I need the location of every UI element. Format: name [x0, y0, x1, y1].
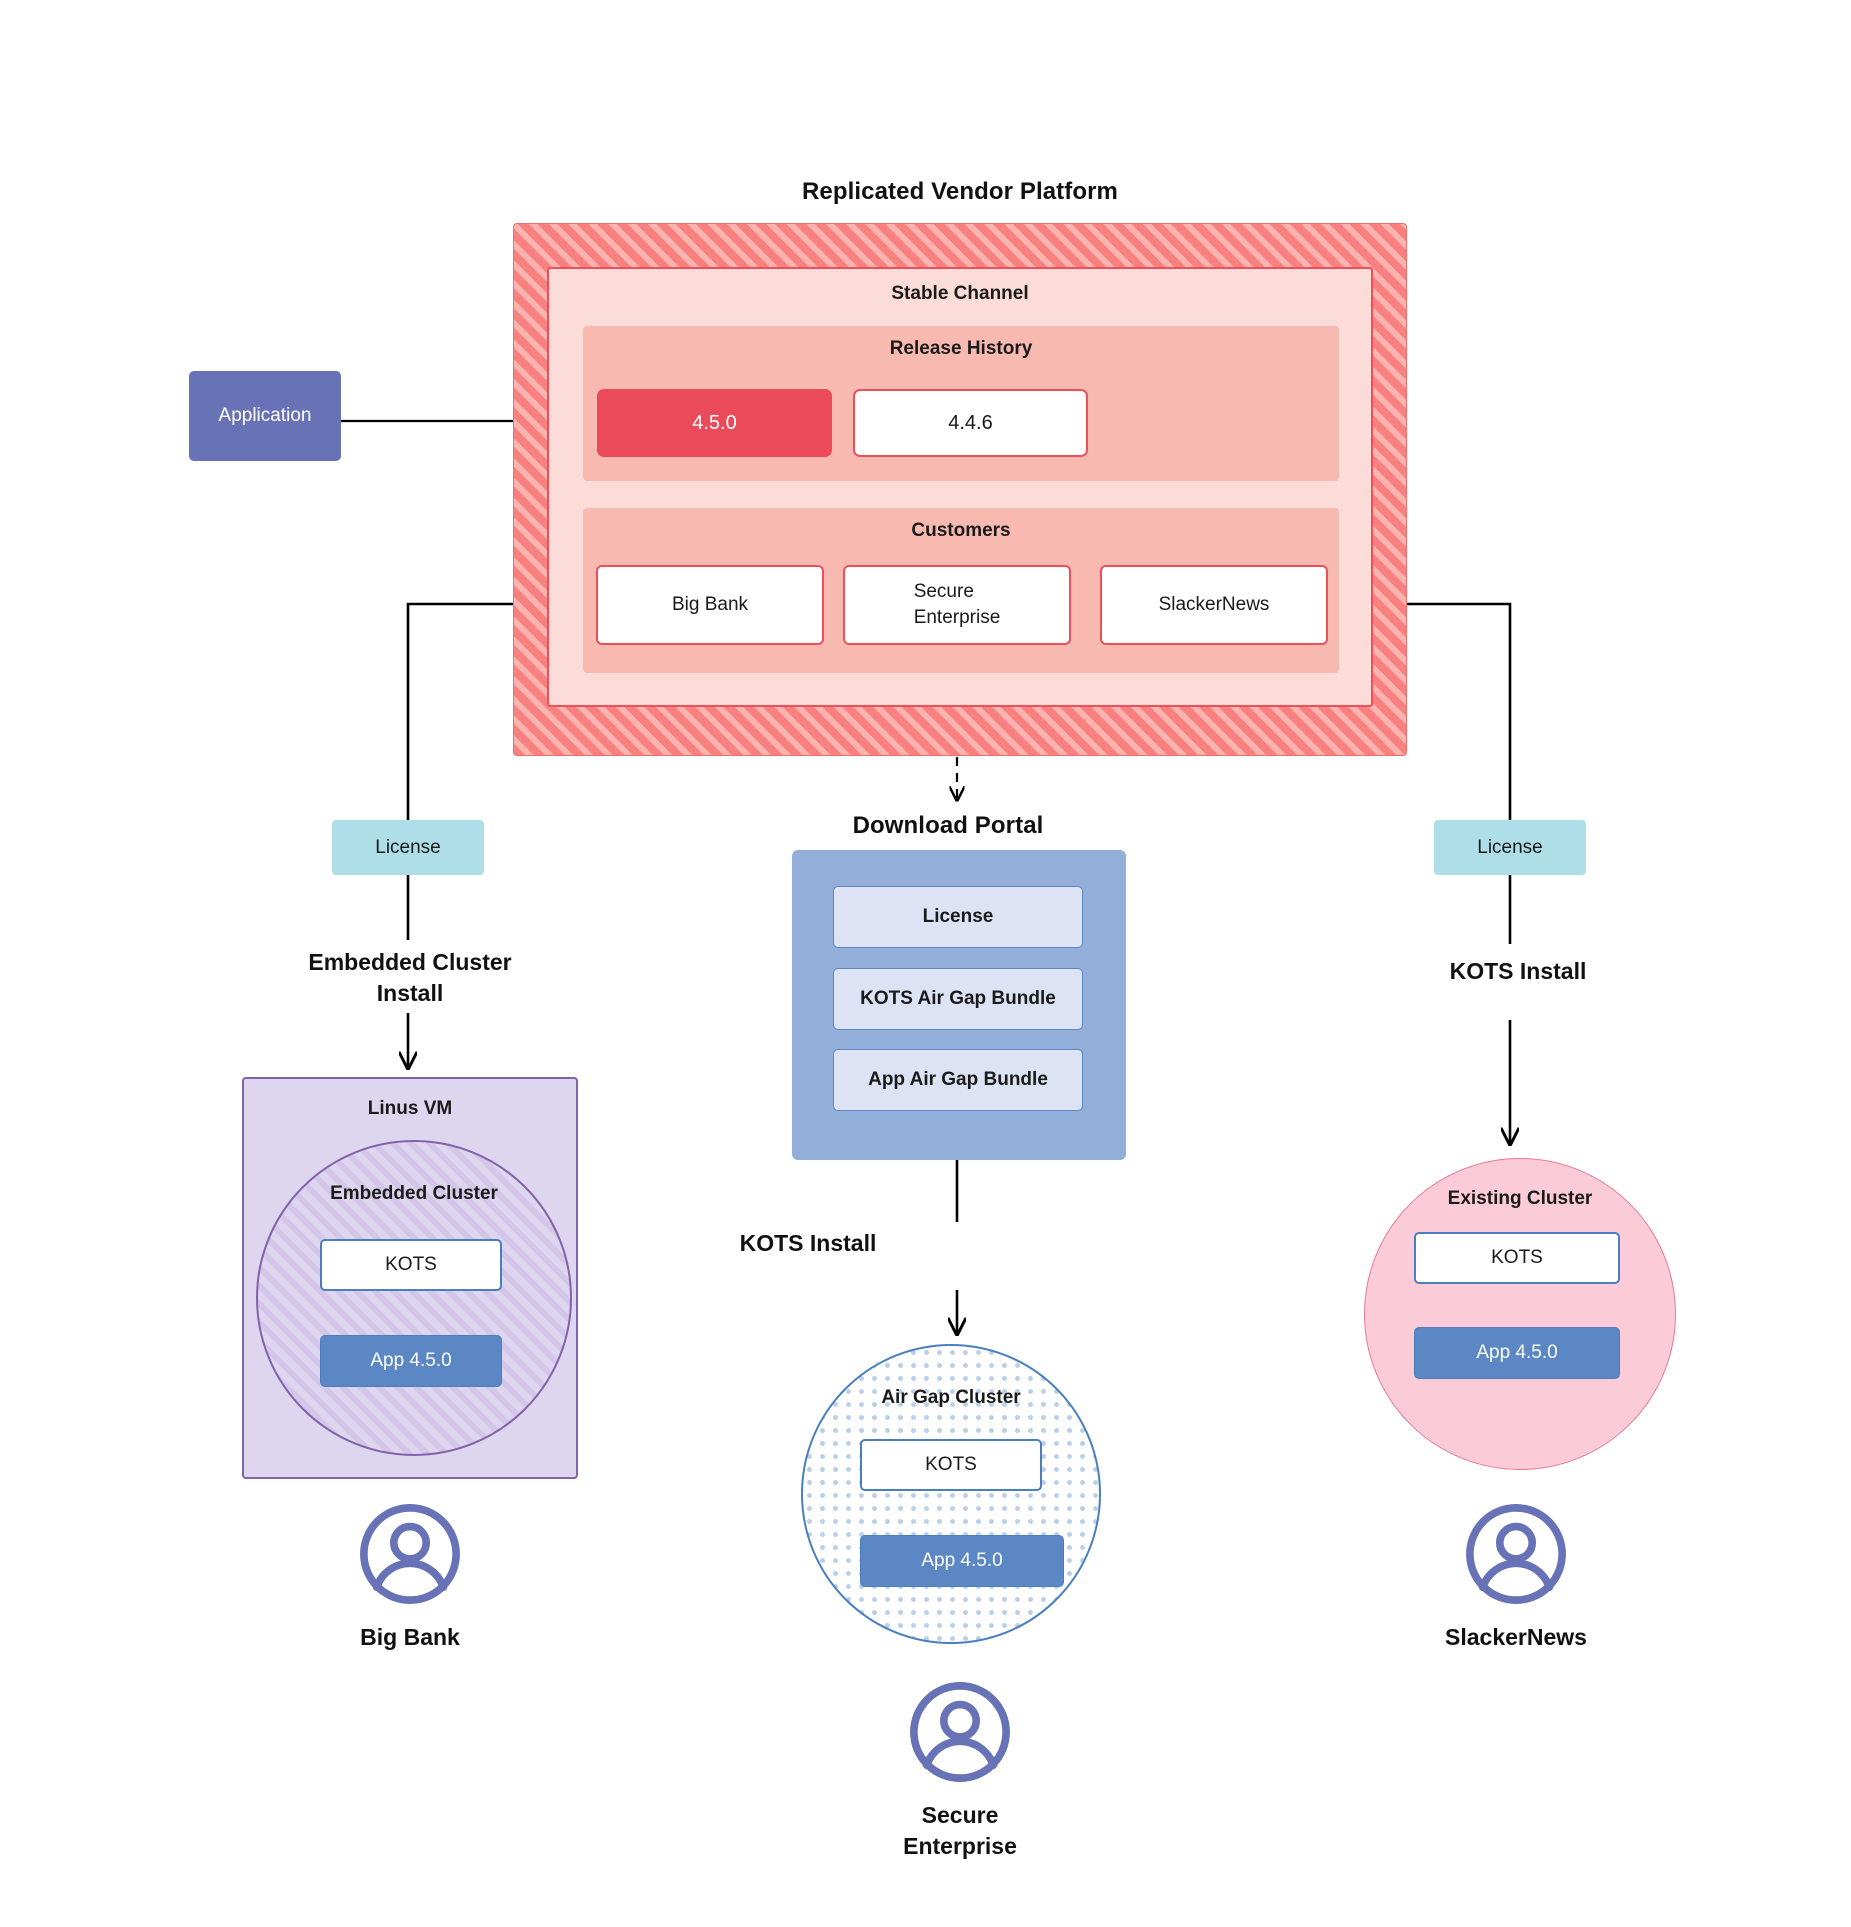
customer-chip-big-bank[interactable]: Big Bank: [596, 565, 824, 645]
customers-title: Customers: [911, 520, 1011, 541]
user-avatar-icon: [1466, 1504, 1566, 1604]
kots-chip-airgap[interactable]: KOTS: [860, 1439, 1042, 1491]
step-label-kots-install-center: KOTS Install: [739, 1230, 877, 1256]
existing-cluster-title: Existing Cluster: [1447, 1188, 1593, 1209]
step-label-kots-install-right: KOTS Install: [1449, 958, 1587, 984]
persona-big-bank: Big Bank: [310, 1500, 510, 1653]
portal-item-kots-air-gap-bundle[interactable]: KOTS Air Gap Bundle: [833, 968, 1083, 1030]
persona-name-slackernews: SlackerNews: [1445, 1624, 1587, 1650]
license-node-right[interactable]: License: [1434, 820, 1586, 875]
persona-name-big-bank: Big Bank: [360, 1624, 460, 1650]
user-avatar-icon: [910, 1682, 1010, 1782]
air-gap-cluster-circle: [801, 1344, 1101, 1644]
user-avatar-icon: [360, 1504, 460, 1604]
portal-item-license[interactable]: License: [833, 886, 1083, 948]
stable-channel-title: Stable Channel: [891, 283, 1029, 304]
persona-name-secure-enterprise: Secure Enterprise: [903, 1802, 1017, 1859]
persona-slackernews: SlackerNews: [1416, 1500, 1616, 1653]
download-portal-title: Download Portal: [852, 812, 1044, 839]
embedded-cluster-title: Embedded Cluster: [330, 1183, 498, 1204]
step-label-embedded-cluster-install: Embedded Cluster Install: [308, 949, 512, 1007]
app-chip-existing[interactable]: App 4.5.0: [1414, 1327, 1620, 1379]
app-chip-embedded[interactable]: App 4.5.0: [320, 1335, 502, 1387]
license-node-left[interactable]: License: [332, 820, 484, 875]
air-gap-cluster-title: Air Gap Cluster: [881, 1387, 1021, 1408]
portal-item-app-air-gap-bundle[interactable]: App Air Gap Bundle: [833, 1049, 1083, 1111]
kots-chip-existing[interactable]: KOTS: [1414, 1232, 1620, 1284]
embedded-cluster-circle: [256, 1140, 572, 1456]
customer-chip-slackernews[interactable]: SlackerNews: [1100, 565, 1328, 645]
existing-cluster-circle: [1364, 1158, 1676, 1470]
persona-secure-enterprise: Secure Enterprise: [860, 1678, 1060, 1861]
kots-chip-embedded[interactable]: KOTS: [320, 1239, 502, 1291]
linux-vm-title: Linus VM: [367, 1098, 453, 1119]
release-chip-previous[interactable]: 4.4.6: [853, 389, 1088, 457]
release-chip-current[interactable]: 4.5.0: [597, 389, 832, 457]
customer-chip-secure-enterprise[interactable]: Secure Enterprise: [843, 565, 1071, 645]
release-history-title: Release History: [889, 338, 1033, 359]
application-node[interactable]: Application: [189, 371, 341, 461]
page-title: Replicated Vendor Platform: [801, 178, 1118, 205]
app-chip-airgap[interactable]: App 4.5.0: [860, 1535, 1064, 1587]
